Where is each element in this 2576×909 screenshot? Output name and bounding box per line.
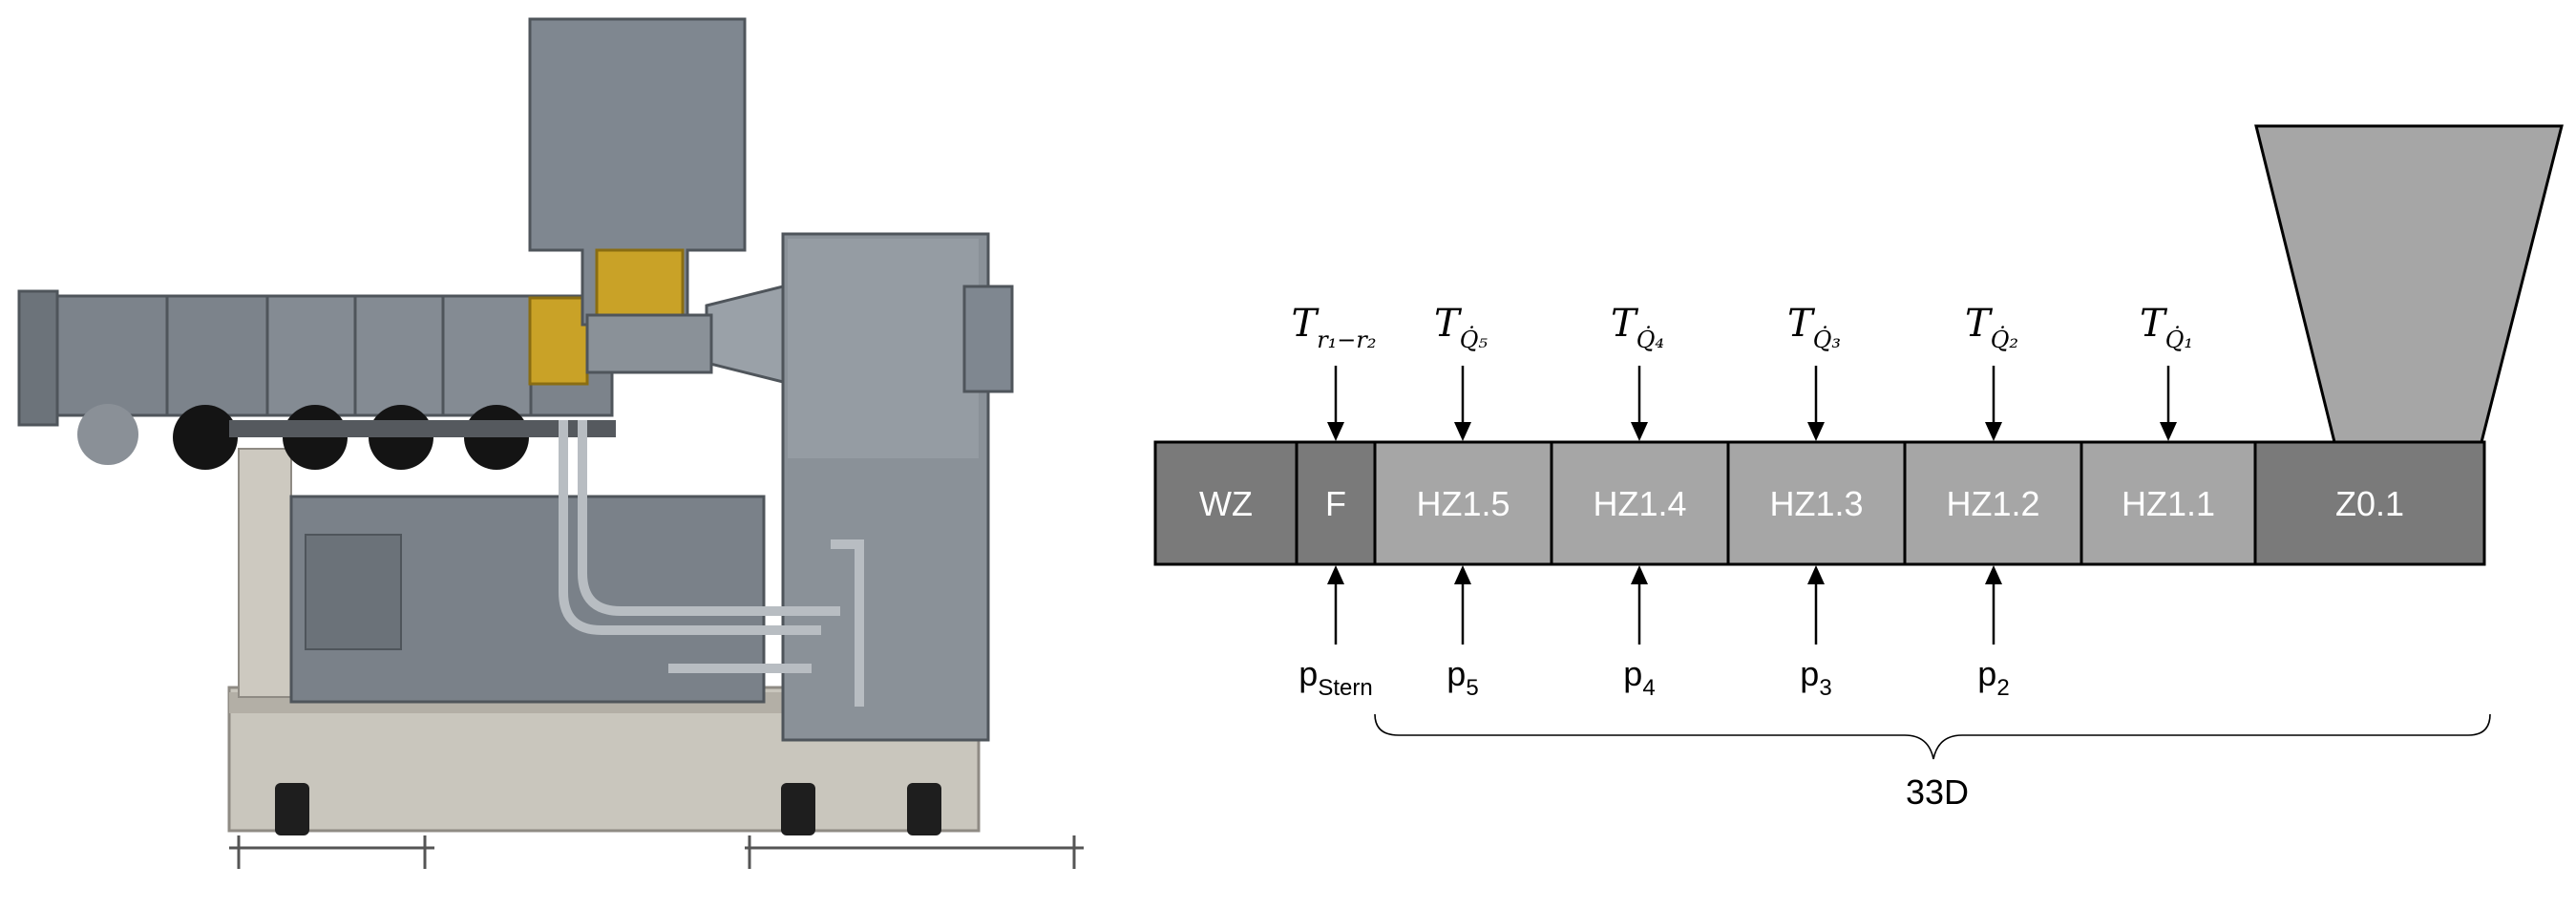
zone-box — [1550, 440, 1730, 566]
coolant-pipes — [559, 420, 864, 707]
zone-box — [1153, 440, 1299, 566]
zone-bar: WZ F HZ1.5 HZ1.4 HZ1.3 HZ1.2 HZ1.1 Z0.1 — [1153, 440, 2486, 566]
length-brace — [1374, 713, 2491, 760]
zone-label: HZ1.1 — [2122, 484, 2215, 523]
temperature-arrow — [1454, 366, 1471, 441]
schematic-hopper — [2254, 124, 2564, 444]
temperature-label: TQ̇₄ — [1611, 302, 1664, 353]
temperature-sensors: Tr₁−r₂ TQ̇₅ TQ̇₄ TQ̇₃ TQ̇₂ TQ̇₁ — [1292, 302, 2193, 441]
temperature-label: TQ̇₁ — [2140, 302, 2193, 353]
coupling-cone — [705, 285, 785, 384]
caster-wheels — [275, 783, 941, 835]
pressure-label: p3 — [1800, 654, 1831, 701]
zone-box — [1373, 440, 1553, 566]
drive-motor-panel — [305, 534, 402, 650]
hopper-throat — [595, 248, 685, 319]
temperature-label: TQ̇₅ — [1434, 302, 1488, 353]
zone-label: F — [1325, 484, 1346, 523]
zone-f: F — [1295, 440, 1377, 566]
pressure-label: p5 — [1446, 654, 1478, 701]
zone-hz1-4: HZ1.4 — [1550, 440, 1730, 566]
machine-support-column — [238, 448, 292, 698]
zone-hz1-5: HZ1.5 — [1373, 440, 1553, 566]
floor-guides — [229, 835, 1084, 869]
length-label: 33D — [1906, 772, 1969, 812]
zone-hz1-1: HZ1.1 — [2080, 440, 2257, 566]
temperature-arrow — [1985, 366, 2002, 441]
zone-box — [2080, 440, 2257, 566]
gearbox-side-housing — [962, 285, 1014, 393]
pressure-arrow — [1631, 565, 1648, 645]
gearbox-upper — [788, 239, 979, 458]
pressure-label: pStern — [1299, 654, 1372, 701]
zone-label: HZ1.5 — [1416, 484, 1510, 523]
temperature-arrow — [1631, 366, 1648, 441]
zone-wz: WZ — [1153, 440, 1299, 566]
zone-hz1-3: HZ1.3 — [1726, 440, 1907, 566]
pressure-arrow — [1327, 565, 1344, 645]
feed-section — [528, 296, 589, 386]
pressure-label: p4 — [1623, 654, 1655, 701]
temperature-arrow — [2160, 366, 2177, 441]
zone-label: HZ1.3 — [1769, 484, 1863, 523]
zone-z0-1: Z0.1 — [2253, 440, 2486, 566]
pressure-label: p2 — [1977, 654, 2009, 701]
zone-hz1-2: HZ1.2 — [1903, 440, 2083, 566]
die-flange — [17, 289, 59, 427]
pressure-arrow — [1454, 565, 1471, 645]
zone-label: WZ — [1199, 484, 1253, 523]
pressure-sensors: pStern p5 p4 p3 p2 — [1299, 565, 2010, 701]
coupling-shaft — [585, 313, 713, 374]
extruder-machine-illustration — [17, 17, 1084, 869]
temperature-label: TQ̇₂ — [1965, 302, 2018, 353]
pressure-arrow — [1985, 565, 2002, 645]
zone-box — [2253, 440, 2486, 566]
temperature-arrow — [1327, 366, 1344, 441]
zone-label: Z0.1 — [2335, 484, 2404, 523]
pressure-arrow — [1807, 565, 1825, 645]
zone-label: HZ1.2 — [1946, 484, 2039, 523]
temperature-arrow — [1807, 366, 1825, 441]
barrel-heater-bands — [51, 294, 614, 417]
temperature-label: Tr₁−r₂ — [1292, 302, 1377, 353]
zone-label: HZ1.4 — [1593, 484, 1686, 523]
zone-box — [1295, 440, 1377, 566]
fan-support-rail — [229, 420, 616, 437]
temperature-label: TQ̇₃ — [1787, 302, 1841, 353]
